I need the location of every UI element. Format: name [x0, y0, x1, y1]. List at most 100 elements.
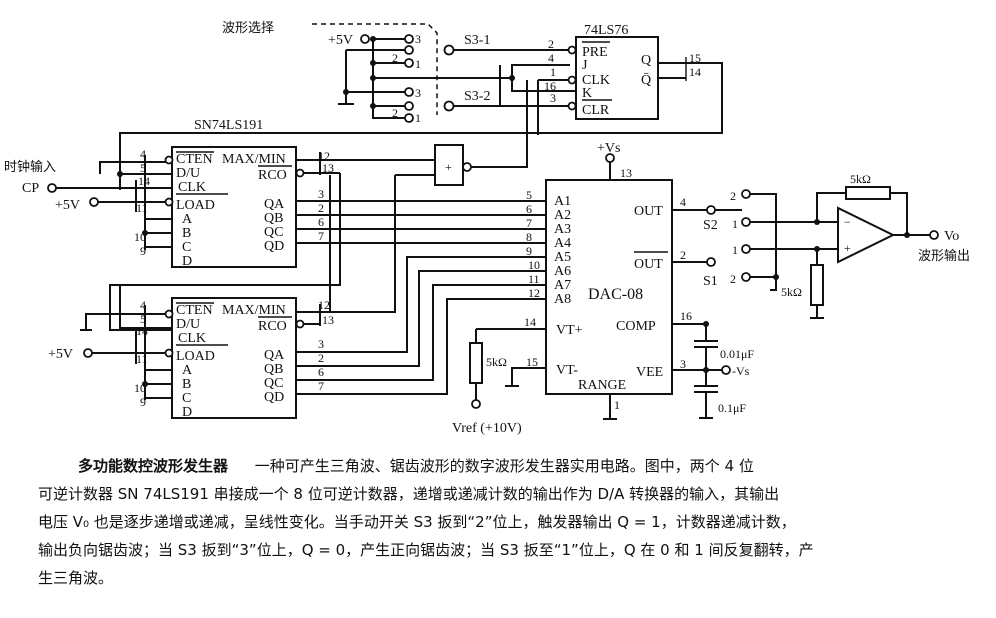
s3-1-common[interactable] — [443, 44, 455, 56]
vref-resistor-label: 5kΩ — [486, 355, 507, 369]
caption-line-3: 电压 V₀ 也是逐步递增或递减，呈线性变化。当手动开关 S3 扳到“2”位上，触… — [38, 513, 796, 531]
waveform-select-switch-s3: 波形选择 +5V 3 2 1 3 2 1 S3 — [222, 21, 568, 125]
op-amp — [837, 206, 896, 264]
s3-2-pos2-contact[interactable] — [404, 101, 414, 111]
s1-common[interactable] — [706, 257, 716, 267]
c2-label-clk: CLK — [178, 331, 206, 346]
minus-vs-label: -Vs — [732, 364, 750, 378]
caption-title: 多功能数控波形发生器 — [78, 457, 229, 475]
s2-label: S2 — [703, 218, 718, 233]
vo-label: Vo — [944, 229, 959, 244]
feedback-resistor-label: 5kΩ — [850, 172, 871, 186]
minus-vs-terminal[interactable] — [721, 365, 731, 375]
s2-pos1-label: 1 — [732, 217, 738, 231]
s3-2-pos3-contact[interactable] — [404, 87, 414, 97]
ff-label-j: J — [582, 58, 588, 73]
dac-pin-outbar-num: 2 — [680, 248, 686, 262]
c2-label-qc: QC — [264, 376, 283, 391]
s3-2-common[interactable] — [443, 100, 455, 112]
c2-pin-maxmin-num: 12 — [318, 298, 330, 312]
dac-title: DAC-08 — [588, 286, 643, 303]
vref-label: Vref (+10V) — [452, 421, 522, 436]
s3-1-pos2-label: 2 — [392, 51, 398, 65]
ground-resistor — [810, 264, 824, 306]
dac-label-a2: A2 — [554, 208, 571, 223]
gate-plus-symbol: + — [445, 160, 452, 174]
vref-terminal[interactable] — [471, 399, 481, 409]
dac-label-a1: A1 — [554, 194, 571, 209]
opamp-plus-symbol: + — [844, 241, 851, 255]
c1-pin-qb-num: 2 — [318, 201, 324, 215]
ff-pin-k-num: 16 — [544, 79, 556, 93]
c2-label-qa: QA — [264, 348, 285, 363]
s3-1-pos3-label: 3 — [415, 32, 421, 46]
s3-2-pos3-label: 3 — [415, 86, 421, 100]
c1-label-qd: QD — [264, 239, 284, 254]
caption-line-4: 输出负向锯齿波；当 S3 扳到“3”位上，Q = 0，产生正向锯齿波；当 S3 … — [38, 541, 814, 559]
c2-pin-qc-num: 6 — [318, 365, 324, 379]
capacitor-0.1uf — [694, 370, 718, 419]
c1-pin-rco-num: 13 — [322, 161, 334, 175]
s3-2-pos2-label: 2 — [392, 106, 398, 120]
s1-label: S1 — [703, 274, 718, 289]
c1-label-qc: QC — [264, 225, 283, 240]
c2-pin-rco-num: 13 — [322, 313, 334, 327]
c1-pin-qc-num: 6 — [318, 215, 324, 229]
c1-pin-qd-num: 7 — [318, 229, 324, 243]
s1-pos2-contact[interactable] — [741, 272, 751, 282]
plus5v-label-c1: +5V — [55, 198, 80, 213]
capacitor-0.01uf-label: 0.01μF — [720, 347, 754, 361]
ground-resistor-label-left: 5kΩ — [781, 285, 802, 299]
c1-label-cten: CTEN — [176, 152, 213, 167]
c2-pin-clk-num: 14 — [136, 324, 148, 338]
c2-pin-du-num: 5 — [140, 312, 146, 326]
plus5v-terminal-c2[interactable] — [83, 348, 93, 358]
dac-label-vrplus: VT+ — [556, 323, 583, 338]
ff-pin-pre-num: 2 — [548, 37, 554, 51]
dac-label-a7: A7 — [554, 278, 571, 293]
cp-input-terminal[interactable] — [47, 183, 57, 193]
clock-input-label: 时钟输入 — [4, 159, 56, 175]
dac-pin-a5-num: 9 — [526, 244, 532, 258]
s2-pos2-contact[interactable] — [741, 189, 751, 199]
c2-label-load: LOAD — [176, 349, 215, 364]
s3-1-pos3-contact[interactable] — [404, 34, 414, 44]
plus5v-terminal-c1[interactable] — [89, 197, 99, 207]
output-stage: 2 1 1 2 5kΩ 5kΩ − + Vo 波形输出 — [730, 172, 970, 319]
s1-pos2-label: 2 — [730, 272, 736, 286]
s3-1-pos1-contact[interactable] — [404, 58, 414, 68]
c2-pin-qa-num: 3 — [318, 337, 324, 351]
s2-pos1-contact[interactable] — [741, 217, 751, 227]
dac-pin-a7-num: 11 — [528, 272, 540, 286]
c2-label-c: C — [182, 391, 191, 406]
capacitor-0.01uf — [694, 324, 718, 370]
caption-text-1: 一种可产生三角波、锯齿波形的数字波形发生器实用电路。图中，两个 4 位 — [254, 457, 754, 475]
caption-line-5: 生三角波。 — [38, 569, 114, 587]
counter-1-sn74ls191: SN74LS191 时钟输入 CP +5V 4 5 14 11 10 9 CTE… — [4, 118, 546, 331]
vref-resistor — [469, 342, 483, 384]
ff-pin-clk-num: 1 — [550, 65, 556, 79]
ff-label-k: K — [582, 86, 592, 101]
vo-output-terminal[interactable] — [929, 230, 939, 240]
flipflop-title: 74LS76 — [584, 23, 628, 38]
counter-title: SN74LS191 — [194, 118, 263, 133]
c2-label-du: D/U — [176, 317, 200, 332]
c1-label-qb: QB — [264, 211, 283, 226]
c1-label-maxmin: MAX/MIN — [222, 152, 286, 167]
c1-label-qa: QA — [264, 197, 285, 212]
waveform-select-label: 波形选择 — [222, 21, 274, 36]
c2-label-rco: RCO — [258, 319, 287, 334]
dac-pin-vee-num: 3 — [680, 357, 686, 371]
ff-pin-j-num: 4 — [548, 51, 554, 65]
s3-2-pos1-contact[interactable] — [404, 113, 414, 123]
s3-1-pos2-contact[interactable] — [404, 45, 414, 55]
caption-line-2: 可逆计数器 SN 74LS191 串接成一个 8 位可逆计数器，递增或递减计数的… — [38, 485, 780, 503]
plus-vs-terminal[interactable] — [605, 153, 615, 163]
s2-common[interactable] — [706, 205, 716, 215]
plus5v-terminal — [360, 34, 370, 44]
c1-label-du: D/U — [176, 166, 200, 181]
s3-2-pos1-label: 1 — [415, 111, 421, 125]
s1-pos1-contact[interactable] — [741, 244, 751, 254]
s2-pos2-label: 2 — [730, 189, 736, 203]
cp-label: CP — [22, 181, 39, 196]
